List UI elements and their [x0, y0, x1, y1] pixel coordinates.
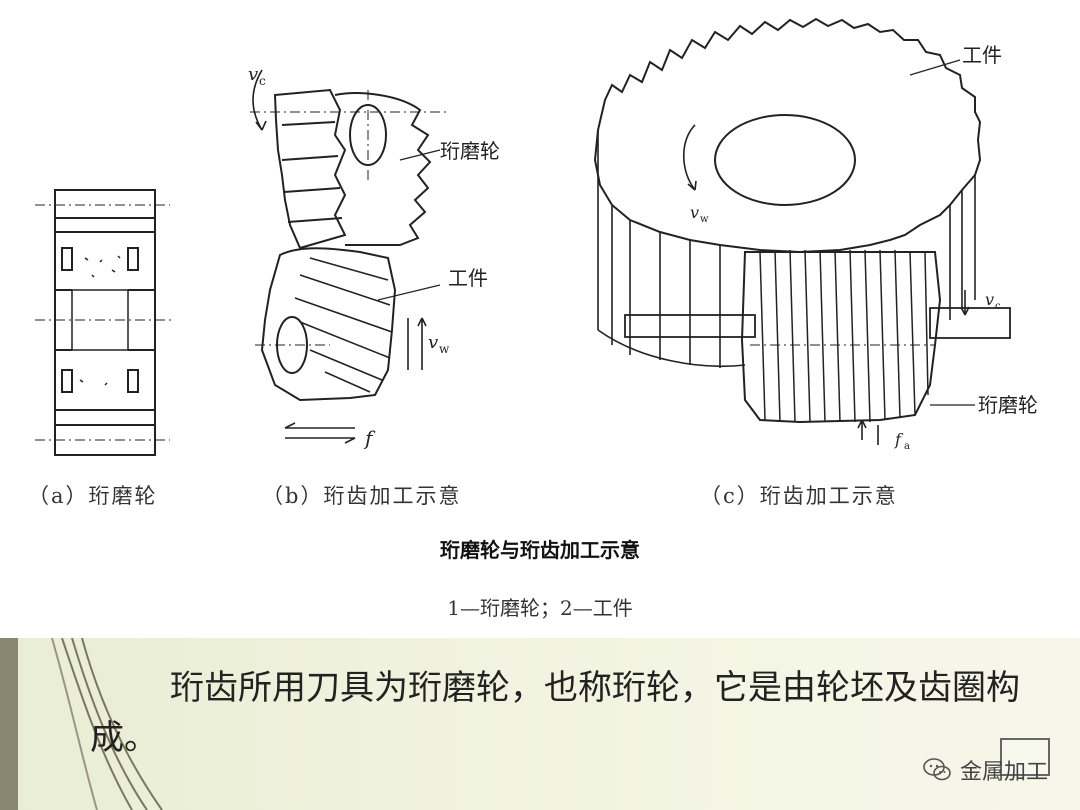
band-stripe	[0, 638, 18, 810]
caption-panel-c: （c）珩齿加工示意	[700, 484, 898, 508]
label-vc-sub-b: c	[259, 74, 266, 88]
label-vc-c: v	[985, 290, 994, 309]
label-vw-sub-b: w	[439, 342, 450, 356]
label-fa-sub-c: a	[904, 441, 910, 452]
wechat-icon	[923, 758, 951, 781]
label-vw-c: v	[690, 203, 699, 222]
panel-c-honing-3d	[593, 17, 1011, 445]
label-vw-b: v	[428, 332, 438, 353]
watermark: 金属加工	[922, 750, 1048, 790]
label-fa-c: f	[894, 430, 904, 449]
watermark-box	[1000, 738, 1050, 776]
note-band: 珩齿所用刀具为珩磨轮，也称珩轮，它是由轮坯及齿圈构成。 金属加工	[0, 638, 1080, 810]
figure-legend: 1—珩磨轮；2—工件	[447, 596, 632, 620]
caption-panel-b: （b）珩齿加工示意	[262, 484, 461, 508]
honing-diagram: 珩磨轮 工件 v c v w f 工件 珩磨轮 v w v c f a （a）珩…	[28, 17, 1038, 620]
label-workpiece-c: 工件	[962, 43, 1002, 67]
label-vc-sub-c: c	[995, 301, 1001, 312]
decorative-swoosh	[51, 638, 163, 810]
label-vw-sub-c: w	[700, 214, 709, 225]
label-workpiece-b: 工件	[448, 266, 488, 290]
figure-title: 珩磨轮与珩齿加工示意	[440, 538, 640, 562]
watermark-text: 金属加工	[959, 760, 1048, 785]
caption-panel-a: （a）珩磨轮	[28, 484, 158, 508]
label-f-b: f	[363, 426, 376, 450]
label-honing-wheel-b: 珩磨轮	[440, 139, 500, 163]
note-text: 珩齿所用刀具为珩磨轮，也称珩轮，它是由轮坯及齿圈构成。	[90, 668, 1020, 758]
panel-b-honing-schematic	[250, 69, 450, 444]
label-honing-wheel-c: 珩磨轮	[978, 393, 1038, 417]
panel-a-honing-wheel	[35, 189, 175, 456]
label-vc-b: v	[248, 64, 258, 85]
